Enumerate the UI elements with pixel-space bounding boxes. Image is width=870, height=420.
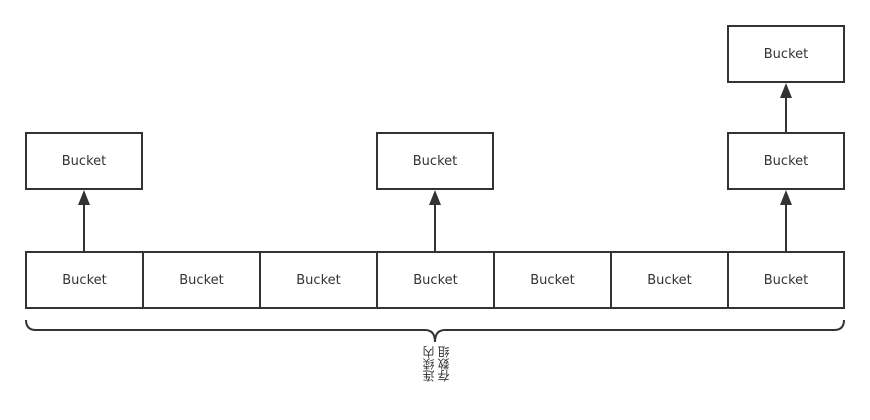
array-bucket-1: Bucket <box>142 251 261 309</box>
chain-bucket-col6-level2: Bucket <box>727 25 845 83</box>
brace-label-line2: 存数组 <box>437 346 451 382</box>
brace-label-line1: 连续内 <box>422 346 436 382</box>
array-bucket-6: Bucket <box>727 251 845 309</box>
chain-bucket-col3: Bucket <box>376 132 494 190</box>
arrow-col0 <box>78 190 90 251</box>
arrow-col6-level1 <box>780 190 792 251</box>
chain-bucket-col6-level1: Bucket <box>727 132 845 190</box>
curly-brace <box>25 319 845 343</box>
array-bucket-4: Bucket <box>493 251 612 309</box>
array-bucket-2: Bucket <box>259 251 378 309</box>
arrow-col6-level2 <box>780 83 792 132</box>
chain-bucket-col0: Bucket <box>25 132 143 190</box>
array-bucket-0: Bucket <box>25 251 144 309</box>
arrow-col3 <box>429 190 441 251</box>
